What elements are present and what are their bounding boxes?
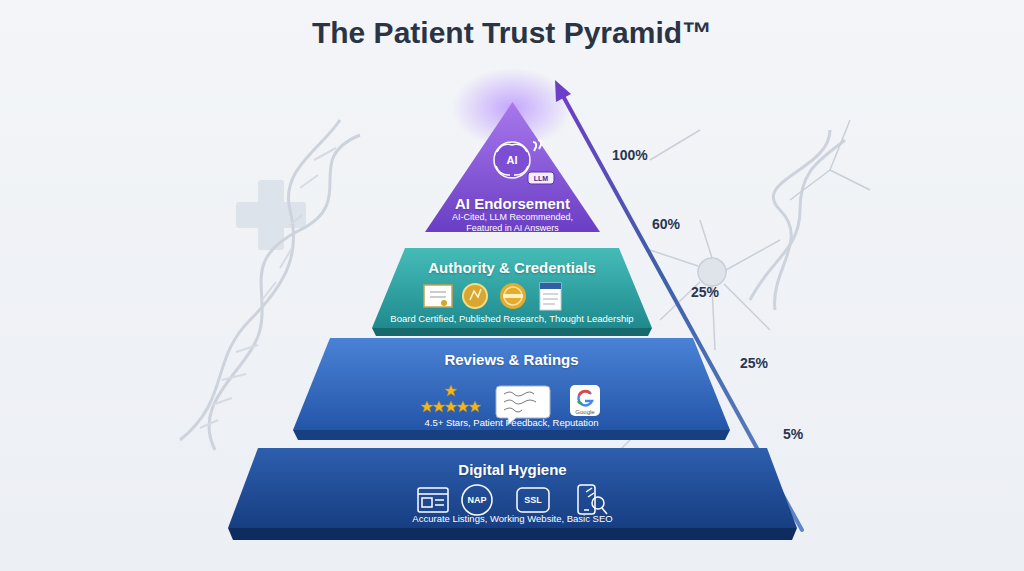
seal-icon	[500, 283, 526, 309]
credentials-tier: Authority & CredentialsBoard Certified, …	[372, 248, 652, 336]
tier-description: Board Certified, Published Research, Tho…	[381, 313, 643, 324]
percent-label: 25%	[740, 356, 768, 370]
arrow-head	[555, 80, 571, 102]
nap-icon	[462, 485, 492, 515]
ssl-icon	[517, 488, 549, 512]
apex-tier: AI EndorsementAI-Cited, LLM Recommended,…	[425, 102, 600, 232]
certificate-icon	[424, 285, 452, 307]
tier-face	[228, 528, 797, 540]
percent-label: 5%	[783, 427, 803, 441]
medical-cross	[236, 180, 306, 250]
feedback-bubble-icon	[496, 386, 550, 425]
icon-text: SSL	[524, 496, 542, 505]
icon-text: Google	[575, 409, 594, 415]
tier-heading: AI Endorsement	[433, 195, 592, 213]
tier-description: 4.5+ Stars, Patient Feedback, Reputation	[347, 417, 677, 428]
icon-text: LLM	[534, 175, 548, 182]
llm-badge	[528, 172, 554, 184]
percent-label: 60%	[652, 217, 680, 231]
tier-face	[372, 328, 652, 336]
google-badge-icon	[570, 385, 600, 416]
tier-face	[293, 430, 730, 440]
tier-face	[372, 248, 652, 328]
tier-heading: Authority & Credentials	[380, 259, 644, 277]
dna-helix	[750, 130, 845, 310]
journal-icon	[540, 283, 561, 310]
medal-icon	[463, 284, 487, 308]
tier-description: Accurate Listings, Working Website, Basi…	[333, 513, 693, 524]
percent-label: 25%	[691, 285, 719, 299]
reviews-tier: Reviews & Ratings 4.5+ Stars, Patient Fee…	[293, 338, 730, 440]
star-rating-icon	[421, 385, 481, 412]
hygiene-tier: Digital HygieneAccurate Listings, Workin…	[228, 448, 797, 540]
tier-face	[293, 338, 730, 430]
diagram-title: The Patient Trust Pyramid™	[0, 16, 1024, 50]
tier-face	[228, 448, 797, 528]
website-icon	[418, 488, 448, 512]
percent-label: 100%	[612, 148, 648, 162]
tier-description: AI-Cited, LLM Recommended, Featured in A…	[438, 212, 588, 234]
tier-heading: Reviews & Ratings	[301, 351, 722, 369]
mobile-seo-icon	[578, 485, 607, 514]
icon-text: NAP	[467, 496, 486, 505]
tier-heading: Digital Hygiene	[236, 461, 789, 479]
icon-text: AI	[507, 155, 518, 166]
ai-brain-icon	[494, 140, 541, 178]
